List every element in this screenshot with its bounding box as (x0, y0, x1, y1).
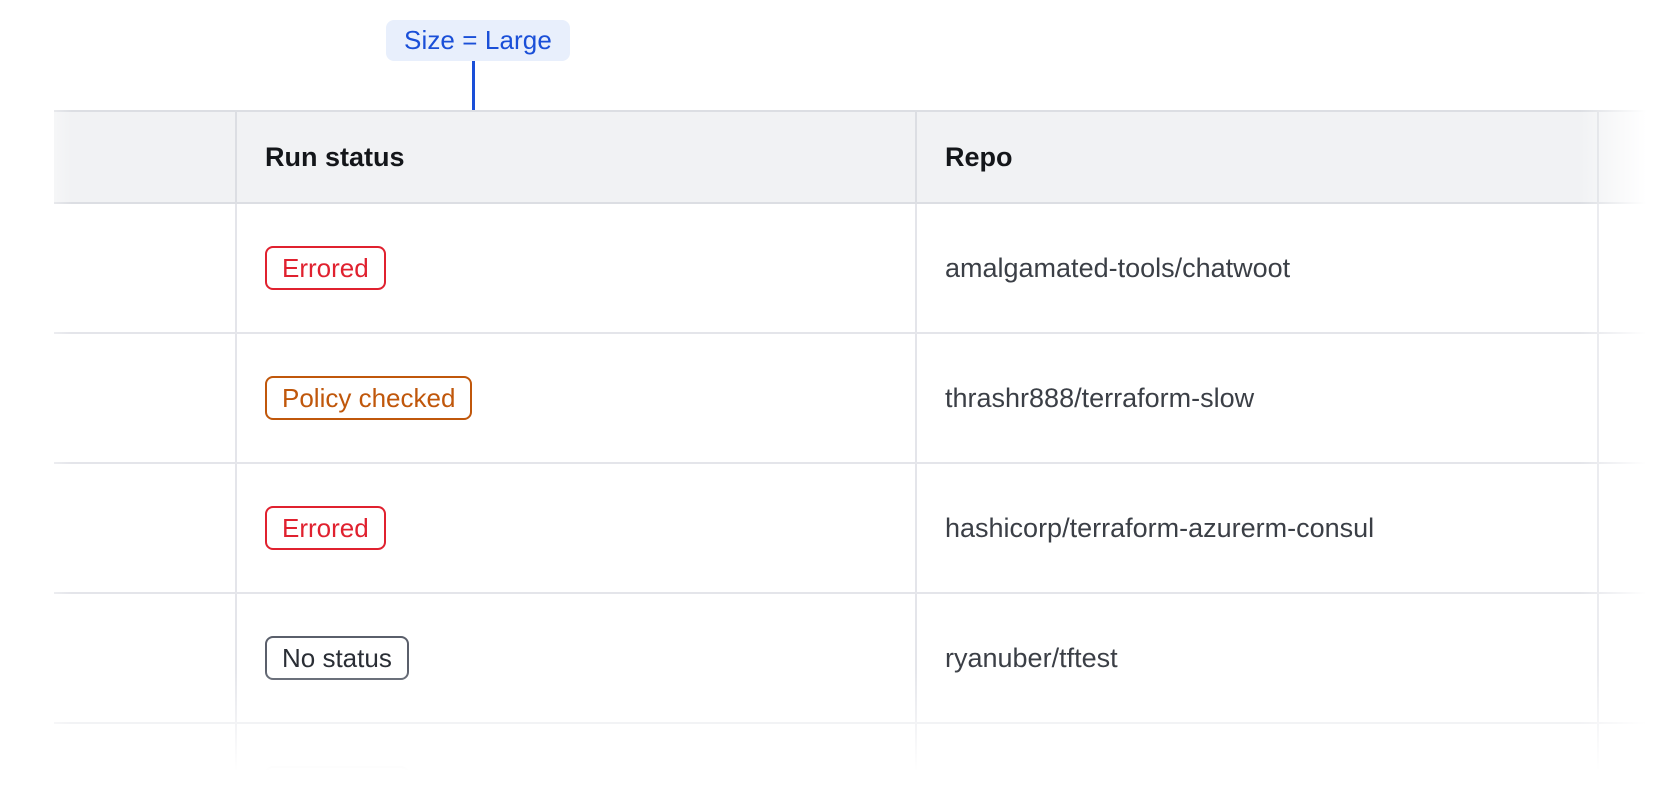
cell-repo[interactable]: amalgamated-tools/chatwoot (916, 203, 1599, 334)
column-header-run-status[interactable]: Run status (236, 110, 917, 204)
table-row[interactable]: Errored amalgamated-tools/chatwoot (54, 203, 1672, 334)
column-header-repo[interactable]: Repo (916, 110, 1599, 204)
column-header-trailing (1598, 110, 1672, 204)
cell-run-status: Policy checked (236, 333, 917, 464)
cell-repo[interactable]: ryanuber/tftest (916, 593, 1599, 724)
table-header-row: Run status Repo (54, 110, 1672, 204)
cell-spacer (54, 333, 237, 464)
cell-spacer (54, 723, 237, 788)
status-badge[interactable]: Errored (265, 506, 386, 550)
cell-run-status: Errored (236, 203, 917, 334)
cell-spacer (54, 593, 237, 724)
status-badge-label: Errored (282, 513, 369, 543)
cell-trailing (1598, 203, 1672, 334)
status-badge-label: Policy checked (282, 383, 456, 413)
cell-run-status: No status (236, 593, 917, 724)
cell-trailing (1598, 593, 1672, 724)
table-row[interactable]: Errored hashicorp/terraform-azurerm-consu… (54, 463, 1672, 594)
cell-run-status: Errored (236, 463, 917, 594)
status-badge[interactable]: Policy checked (265, 376, 473, 420)
status-badge-label: No status (282, 773, 392, 788)
column-header-spacer (54, 110, 237, 204)
cell-trailing (1598, 463, 1672, 594)
cell-trailing (1598, 723, 1672, 788)
runs-table-viewport: Run status Repo Errored amalgamated-tools… (0, 110, 1672, 788)
cell-repo[interactable]: hashicorp/terraform-azurerm-consul (916, 463, 1599, 594)
table-row[interactable]: No status ashrajagopal/random_pet_generat… (54, 723, 1672, 788)
status-badge-label: Errored (282, 253, 369, 283)
table-row[interactable]: Policy checked thrashr888/terraform-slow (54, 333, 1672, 464)
cell-trailing (1598, 333, 1672, 464)
cell-repo[interactable]: thrashr888/terraform-slow (916, 333, 1599, 464)
status-badge-label: No status (282, 643, 392, 673)
annotation-callout-label: Size = Large (386, 20, 570, 61)
runs-table: Run status Repo Errored amalgamated-tools… (54, 110, 1672, 788)
runs-table-header: Run status Repo (54, 110, 1672, 204)
cell-run-status: No status (236, 723, 917, 788)
table-row[interactable]: No status ryanuber/tftest (54, 593, 1672, 724)
status-badge[interactable]: No status (265, 766, 409, 788)
status-badge[interactable]: Errored (265, 246, 386, 290)
cell-repo[interactable]: ashrajagopal/random_pet_generator (916, 723, 1599, 788)
cell-spacer (54, 203, 237, 334)
cell-spacer (54, 463, 237, 594)
status-badge[interactable]: No status (265, 636, 409, 680)
